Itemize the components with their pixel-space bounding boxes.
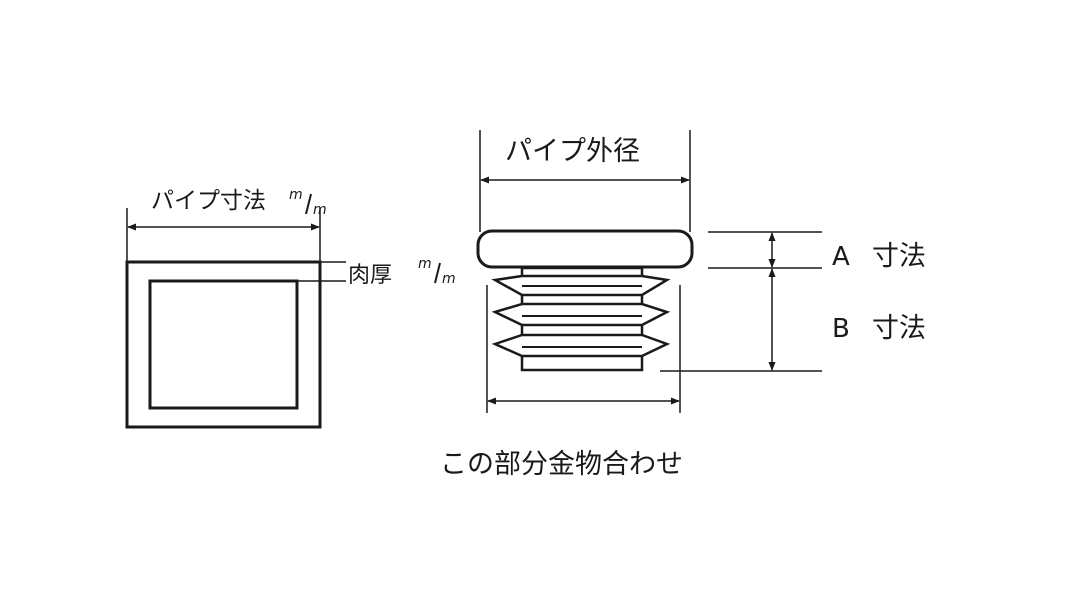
- thickness-unit-bottom: m: [442, 271, 456, 287]
- width-label: パイプ寸法: [151, 188, 266, 214]
- width-unit-bottom: m: [313, 202, 327, 218]
- thickness-unit-slash: [434, 262, 441, 284]
- cap-head: [476, 229, 694, 269]
- fin-2: [491, 302, 671, 327]
- left-figure: パイプ寸法 m m 肉厚 m m: [125, 187, 456, 429]
- pipe-outer-square: [125, 260, 322, 429]
- right-figure: パイプ外径 A 寸法 B 寸法: [440, 130, 926, 480]
- dim-a-label: 寸法: [872, 241, 926, 272]
- width-unit-slash: [305, 193, 312, 215]
- dim-b-letter: B: [832, 314, 850, 344]
- thickness-label: 肉厚: [348, 263, 392, 288]
- cap-fins: [491, 274, 671, 358]
- caption: この部分金物合わせ: [440, 449, 683, 480]
- thickness-unit-top: m: [418, 256, 432, 272]
- dim-b-label: 寸法: [872, 313, 926, 344]
- outer-diameter-label: パイプ外径: [505, 136, 640, 167]
- width-unit-top: m: [289, 187, 303, 203]
- pipe-inner-square: [148, 279, 299, 410]
- dim-a-letter: A: [832, 242, 850, 272]
- fin-3: [491, 333, 671, 358]
